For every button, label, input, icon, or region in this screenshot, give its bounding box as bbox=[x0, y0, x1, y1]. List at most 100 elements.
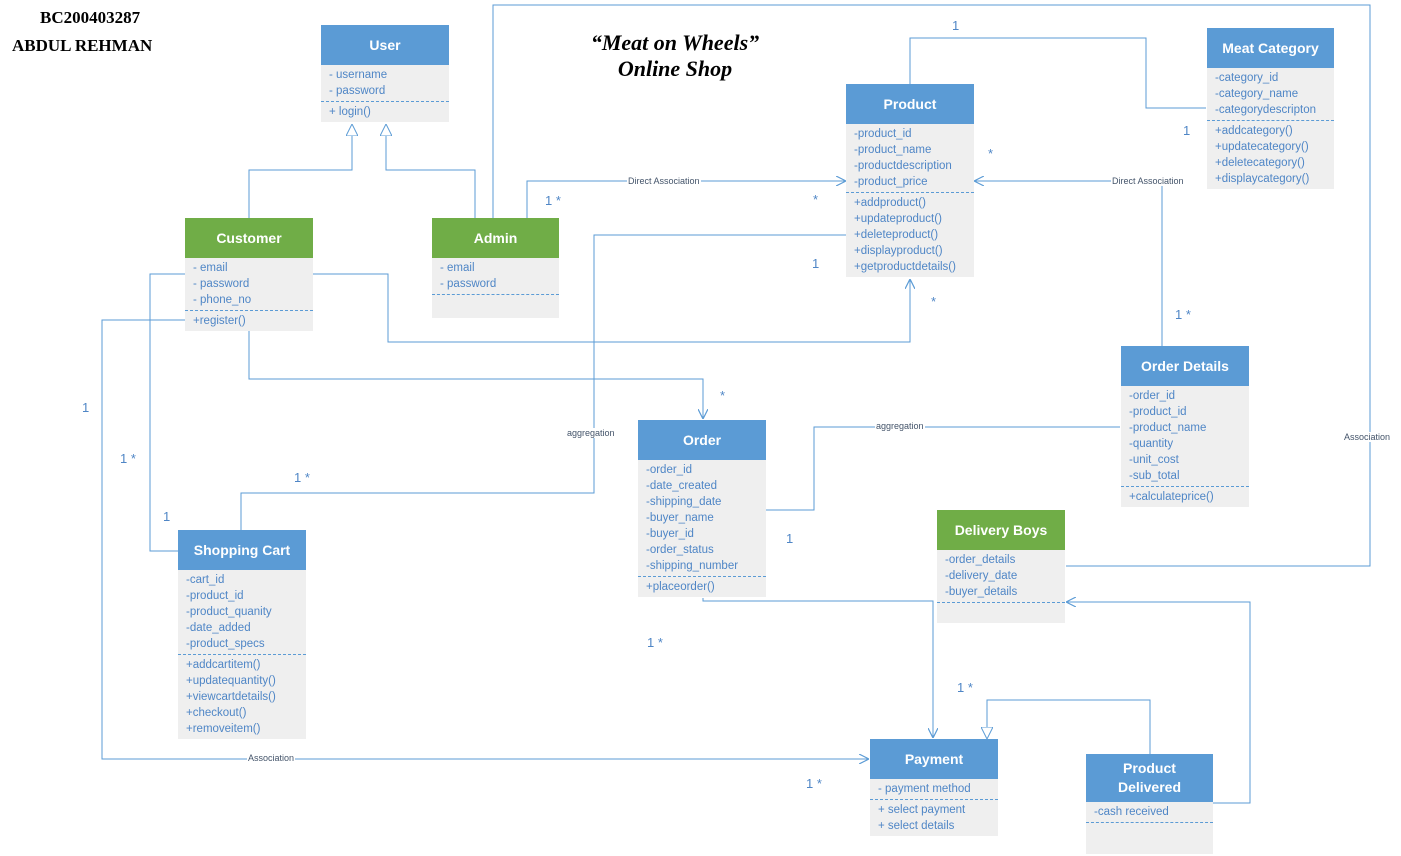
attribute: - phone_no bbox=[193, 294, 252, 306]
attribute: -product_id bbox=[854, 128, 912, 140]
method: +addcartitem() bbox=[186, 659, 261, 671]
method: +register() bbox=[193, 315, 246, 327]
attribute: -product_name bbox=[1129, 422, 1207, 434]
attribute: - username bbox=[329, 69, 388, 81]
class-meat-category: Meat Category-category_id-category_name-… bbox=[1207, 28, 1334, 189]
attribute: -shipping_date bbox=[646, 496, 722, 508]
customer-order-link bbox=[248, 330, 703, 419]
method-section: +addcartitem()+updatequantity()+viewcart… bbox=[178, 655, 306, 739]
attribute: -quantity bbox=[1129, 438, 1174, 450]
class-name: Meat Category bbox=[1207, 28, 1334, 68]
attribute: -order_status bbox=[646, 544, 714, 556]
meatcategory-product-link bbox=[910, 37, 1206, 109]
attribute: - email bbox=[440, 262, 475, 274]
attribute: - password bbox=[440, 278, 497, 290]
multiplicity: * bbox=[813, 192, 819, 207]
attribute: -order_id bbox=[1129, 390, 1176, 402]
attribute: -product_price bbox=[854, 176, 928, 188]
class-name: Product Delivered bbox=[1086, 754, 1213, 802]
multiplicity: 1 bbox=[812, 256, 820, 271]
attribute: -buyer_name bbox=[646, 512, 714, 524]
attribute-section: -product_id-product_name-productdescript… bbox=[846, 124, 974, 193]
attribute-section: -order_id-date_created-shipping_date-buy… bbox=[638, 460, 766, 577]
multiplicity: 1 bbox=[786, 531, 794, 546]
method: + select payment bbox=[878, 804, 966, 816]
multiplicity: * bbox=[931, 294, 937, 309]
class-payment: Payment- payment method+ select payment+… bbox=[870, 739, 998, 836]
method: +displaycategory() bbox=[1215, 173, 1310, 185]
student-name: ABDUL REHMAN bbox=[12, 36, 153, 55]
label-aggregation-2: aggregation bbox=[875, 421, 925, 431]
multiplicity: 1 * bbox=[806, 776, 822, 791]
class-order-details: Order Details-order_id-product_id-produc… bbox=[1121, 346, 1249, 507]
method-section: +addproduct() +updateproduct() +deleteprod… bbox=[846, 193, 974, 277]
method: +addproduct() bbox=[854, 197, 926, 209]
class-name: Payment bbox=[870, 739, 998, 779]
class-shopping-cart: Shopping Cart-cart_id-product_id-product… bbox=[178, 530, 306, 739]
method: + select details bbox=[878, 820, 955, 832]
multiplicity: 1 * bbox=[545, 193, 561, 208]
multiplicity: 1 bbox=[1183, 123, 1191, 138]
customer-cart-link bbox=[149, 273, 186, 551]
attribute-section: -order_details-delivery_date-buyer_detai… bbox=[937, 550, 1065, 603]
attribute: -order_id bbox=[646, 464, 693, 476]
class-product-delivered: Product Delivered -cash received bbox=[1086, 754, 1213, 854]
attribute-section: -cash received bbox=[1086, 802, 1213, 823]
delivered-payment-link bbox=[987, 699, 1151, 754]
attribute: -product_id bbox=[1129, 406, 1187, 418]
multiplicity: 1 bbox=[82, 400, 90, 415]
attribute: -categorydescripton bbox=[1215, 104, 1316, 116]
attribute: -date_added bbox=[186, 622, 251, 634]
attribute-section: -order_id -product_id -product_name -quanti… bbox=[1121, 386, 1249, 487]
multiplicity: 1 * bbox=[957, 680, 973, 695]
label-aggregation-1: aggregation bbox=[566, 428, 616, 438]
attribute: -unit_cost bbox=[1129, 454, 1179, 466]
method: +updateproduct() bbox=[854, 213, 942, 225]
attribute: -cash received bbox=[1094, 806, 1169, 818]
method-section: + select payment + select details bbox=[870, 800, 998, 836]
class-product: Product-product_id-product_name-productd… bbox=[846, 84, 974, 277]
method: +updatecategory() bbox=[1215, 141, 1309, 153]
multiplicity: 1 bbox=[952, 18, 960, 33]
attribute: -product_name bbox=[854, 144, 932, 156]
attribute: - payment method bbox=[878, 783, 971, 795]
method: +deleteproduct() bbox=[854, 229, 939, 241]
class-admin: Admin - email - password bbox=[432, 218, 559, 318]
class-name: Admin bbox=[432, 218, 559, 258]
customer-payment-association bbox=[101, 319, 869, 759]
student-id: BC200403287 bbox=[40, 8, 141, 27]
method-section: +placeorder() bbox=[638, 577, 766, 597]
method: +placeorder() bbox=[646, 581, 715, 593]
attribute-section: - email - password - phone_no bbox=[185, 258, 313, 311]
class-name: User bbox=[321, 25, 449, 65]
title-line-2: Online Shop bbox=[617, 56, 733, 81]
attribute: -product_quanity bbox=[186, 606, 272, 618]
multiplicity: 1 * bbox=[1175, 307, 1191, 322]
method: +deletecategory() bbox=[1215, 157, 1305, 169]
class-delivery-boys: Delivery Boys-order_details-delivery_dat… bbox=[937, 510, 1065, 623]
label-association-right: Association bbox=[1343, 432, 1392, 442]
product-cart-aggregation bbox=[241, 234, 846, 530]
attribute: -order_details bbox=[945, 554, 1016, 566]
diagram-title: “Meat on Wheels” Online Shop bbox=[560, 30, 790, 82]
label-association-bottom: Association bbox=[247, 753, 296, 763]
method: +viewcartdetails() bbox=[186, 691, 276, 703]
attribute: - password bbox=[193, 278, 250, 290]
attribute-section: - email - password bbox=[432, 258, 559, 295]
attribute-section: -category_id-category_name-categorydescr… bbox=[1207, 68, 1334, 121]
attribute: -delivery_date bbox=[945, 570, 1018, 582]
method-section: + login() bbox=[321, 102, 449, 122]
orderdetails-product-association bbox=[974, 181, 1163, 346]
method: + login() bbox=[329, 106, 371, 118]
method-section: +addcategory()+updatecategory()+deleteca… bbox=[1207, 121, 1334, 189]
method: +removeitem() bbox=[186, 723, 261, 735]
customer-to-user-inheritance bbox=[248, 124, 352, 218]
attribute-section: - username- password bbox=[321, 65, 449, 102]
attribute: - email bbox=[193, 262, 228, 274]
admin-to-user-inheritance bbox=[386, 124, 476, 218]
method: +getproductdetails() bbox=[854, 261, 956, 273]
class-name: Order bbox=[638, 420, 766, 460]
method: +checkout() bbox=[186, 707, 247, 719]
class-name: Product bbox=[846, 84, 974, 124]
multiplicity: * bbox=[988, 146, 994, 161]
